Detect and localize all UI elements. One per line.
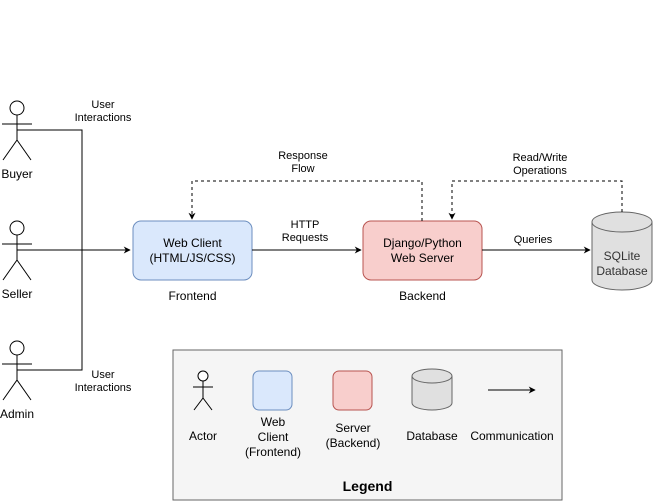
database-label: SQLite Database — [596, 249, 648, 278]
legend-title: Legend — [342, 478, 393, 494]
edge-response-flow — [188, 180, 423, 221]
actor-admin-label: Admin — [0, 407, 35, 421]
actor-buyer-icon — [2, 100, 32, 161]
edge-admin-to-client — [17, 250, 83, 371]
edge-label-user-interactions-top: User Interactions — [74, 99, 132, 124]
actor-seller-label: Seller — [1, 287, 33, 301]
edge-label-user-interactions-bottom: User Interactions — [74, 369, 132, 394]
edge-label-http-requests: HTTP Requests — [281, 219, 329, 244]
legend-actor-icon — [193, 370, 213, 411]
database-node — [591, 211, 653, 291]
edge-read-write — [448, 180, 623, 220]
legend-web-client-swatch — [252, 370, 293, 411]
edge-label-response-flow: Response Flow — [278, 150, 328, 175]
web-client-label: Web Client (HTML/JS/CSS) — [149, 236, 236, 265]
actor-seller-icon — [2, 220, 32, 281]
legend-web-client-label: Web Client (Frontend) — [244, 415, 302, 459]
actor-buyer-label: Buyer — [1, 167, 33, 181]
legend-actor-label: Actor — [188, 429, 217, 443]
server-label: Django/Python Web Server — [383, 236, 462, 265]
legend-database-label: Database — [406, 429, 458, 443]
legend-server-swatch — [332, 370, 373, 411]
actor-admin-icon — [2, 340, 32, 401]
edge-buyer-to-client — [17, 129, 83, 250]
legend-database-icon — [411, 368, 453, 411]
legend-communication-label: Communication — [470, 429, 554, 443]
web-client-caption: Frontend — [168, 289, 217, 303]
edge-label-queries: Queries — [513, 234, 553, 246]
server-caption: Backend — [399, 289, 446, 303]
edge-label-read-write: Read/Write Operations — [512, 152, 568, 177]
legend-server-label: Server (Backend) — [325, 421, 381, 450]
